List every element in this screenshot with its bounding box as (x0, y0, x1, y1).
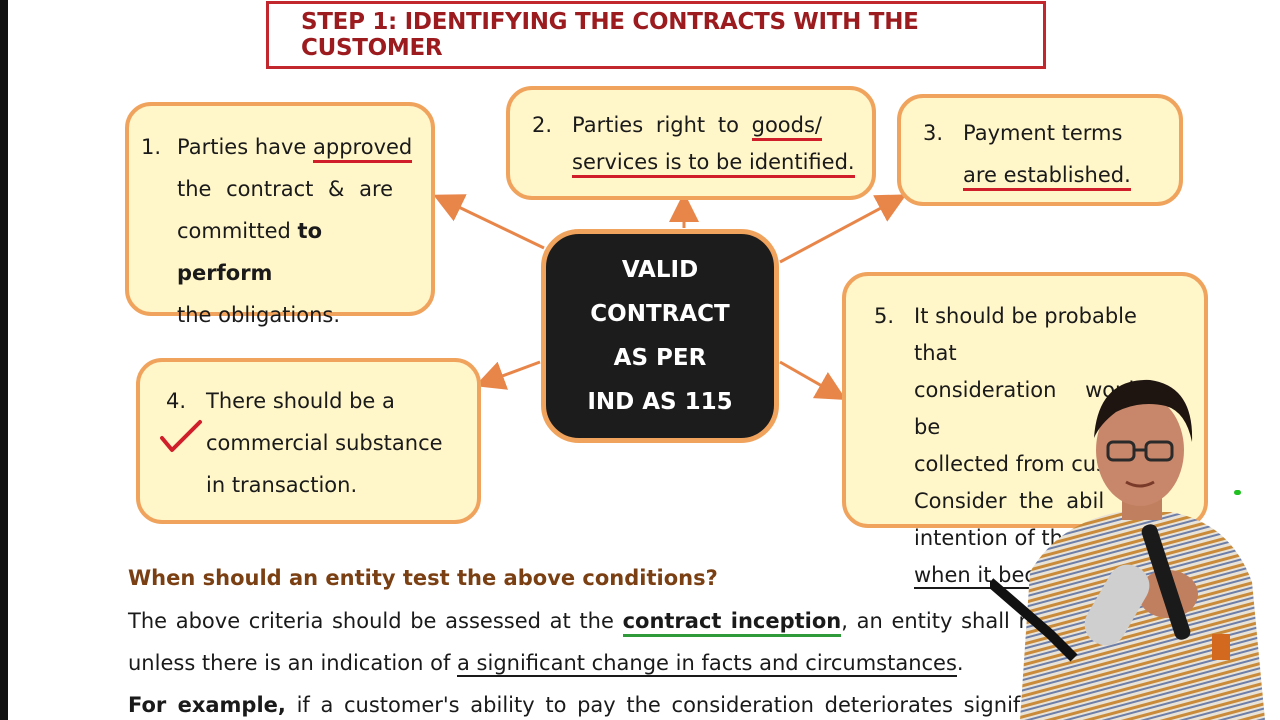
paragraph-1-text: The above criteria should be assessed at… (128, 609, 623, 633)
card-4-line-1: There should be a (206, 389, 395, 413)
center-line-3: AS PER (613, 345, 707, 371)
card-5-line-3: collected from cus (914, 452, 1108, 476)
card-5-line-2: consideration would be (914, 378, 1148, 439)
paragraph-line-2: unless there is an indication of a signi… (128, 651, 1268, 677)
paragraph-line-3: For example, if a customer's ability to … (128, 693, 1268, 717)
card-2-line-1: Parties right to (572, 113, 752, 137)
page-title: STEP 1: IDENTIFYING THE CONTRACTS WITH T… (266, 1, 1046, 69)
card-2-number: 2. (532, 113, 553, 137)
card-4-line-3: in transaction. (206, 473, 358, 497)
paragraph-3-text: if a customer's ability to pay the consi… (285, 693, 1021, 717)
paragraph-1-tail: , an entity shall no (841, 609, 1045, 633)
paragraph-line-1: The above criteria should be assessed at… (128, 609, 1268, 637)
for-example-label: For example, (128, 693, 286, 717)
card-3-underlined-line-2: are established. (963, 163, 1131, 191)
card-2-line-2: services is to be identified. (572, 150, 855, 178)
paragraph-2-period: . (956, 651, 964, 675)
condition-card-4: 4. There should be a commercial substanc… (136, 358, 481, 524)
center-line-4: IND AS 115 (587, 389, 733, 415)
condition-card-2: 2. Parties right to goods/ services is t… (506, 86, 876, 200)
arrow-to-card-1 (433, 194, 545, 250)
center-valid-contract-box: VALID CONTRACT AS PER IND AS 115 (541, 229, 779, 443)
card-5-line-1: It should be probable that (914, 304, 1137, 365)
card-1-bold-to-perform: to perform (177, 219, 323, 285)
card-1-line-3: committed (177, 219, 298, 243)
center-line-1: VALID (621, 257, 699, 283)
card-1-line-2: the contract & are (177, 177, 394, 201)
left-edge-bar (0, 0, 8, 720)
arrow-to-card-4 (474, 360, 541, 390)
card-1-line-1: Parties have (177, 135, 314, 159)
card-2-underlined-goods: goods/ (751, 113, 822, 141)
arrow-to-card-3 (779, 194, 907, 264)
card-1-underlined-approved: approved (313, 135, 413, 163)
paragraph-2-text: unless there is an indication of (128, 651, 458, 675)
highlight-contract-inception: contract inception (622, 609, 842, 637)
underlined-significant-change: a significant change in facts and circum… (457, 651, 957, 677)
card-1-line-4: the obligations. (177, 303, 341, 327)
check-mark-icon (160, 420, 202, 452)
card-4-line-2: commercial substance (206, 431, 443, 455)
card-1-number: 1. (141, 135, 162, 159)
green-dot-marker (1234, 490, 1241, 495)
center-line-2: CONTRACT (590, 301, 730, 327)
card-3-line-1: Payment terms (963, 121, 1123, 145)
arrow-to-card-5 (779, 360, 847, 400)
presenter-video-overlay (990, 379, 1265, 720)
card-5-line-4: Consider the abil (914, 489, 1105, 513)
card-5-number: 5. (874, 304, 895, 328)
section-question: When should an entity test the above con… (128, 566, 718, 590)
condition-card-3: 3. Payment terms are established. (897, 94, 1183, 206)
card-4-number: 4. (166, 389, 187, 413)
card-3-number: 3. (923, 121, 944, 145)
condition-card-1: 1. Parties have approved the contract & … (125, 102, 435, 327)
